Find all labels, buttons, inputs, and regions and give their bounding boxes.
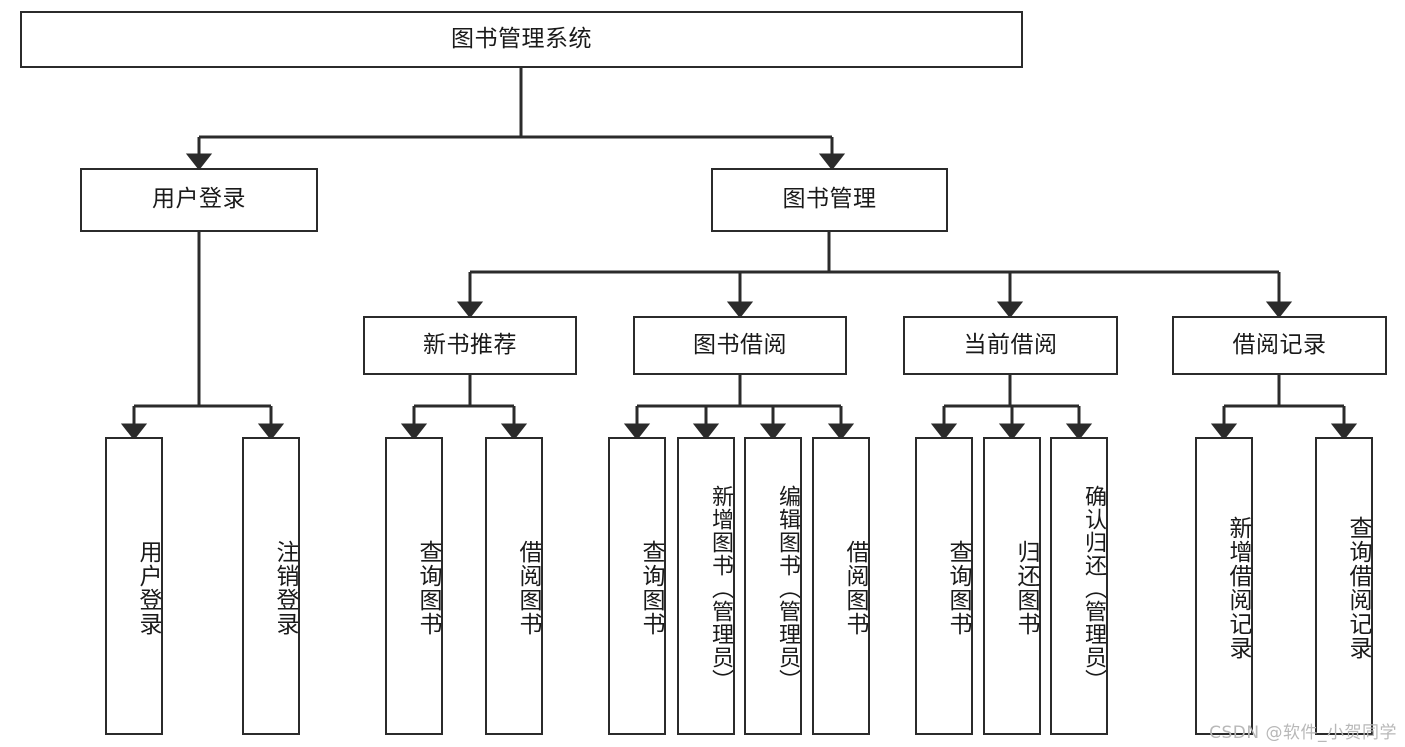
node-label: 编辑图书（管理员） — [775, 484, 800, 692]
node-label: 借阅记录 — [1232, 331, 1327, 358]
leaf-logout[interactable]: 注销登录 — [242, 437, 300, 735]
node-book-borrow[interactable]: 图书借阅 — [633, 316, 847, 375]
node-label: 用户登录 — [152, 186, 246, 213]
edge-bookborrow-to-leaves — [623, 375, 855, 441]
node-label: 图书管理 — [782, 186, 877, 213]
leaf-query-book-current[interactable]: 查询图书 — [915, 437, 973, 735]
leaf-add-book-admin[interactable]: 新增图书（管理员） — [677, 437, 735, 735]
csdn-watermark: CSDN @软件_小贺同学 — [1209, 723, 1397, 743]
node-label: 当前借阅 — [963, 331, 1058, 358]
node-label: 图书管理系统 — [451, 25, 592, 52]
node-label: 确认归还（管理员） — [1081, 484, 1106, 692]
leaf-add-borrow-record[interactable]: 新增借阅记录 — [1195, 437, 1253, 735]
node-label: 图书借阅 — [693, 331, 787, 358]
leaf-query-book-recommend[interactable]: 查询图书 — [385, 437, 443, 735]
leaf-edit-book-admin[interactable]: 编辑图书（管理员） — [744, 437, 802, 735]
node-label: 借阅图书 — [842, 540, 868, 636]
edge-root-to-level2 — [185, 68, 846, 171]
node-label: 新书推荐 — [423, 331, 517, 358]
edge-borrowrecord-to-leaves — [1210, 375, 1358, 441]
leaf-confirm-return-admin[interactable]: 确认归还（管理员） — [1050, 437, 1108, 735]
edge-userlogin-to-leaves — [120, 232, 285, 441]
node-label: 新增借阅记录 — [1225, 516, 1251, 660]
leaf-borrow-book[interactable]: 借阅图书 — [812, 437, 870, 735]
node-root-system[interactable]: 图书管理系统 — [20, 11, 1023, 68]
edge-currentborrow-to-leaves — [930, 375, 1093, 441]
node-label: 注销登录 — [272, 540, 298, 636]
leaf-return-book[interactable]: 归还图书 — [983, 437, 1041, 735]
leaf-user-login[interactable]: 用户登录 — [105, 437, 163, 735]
edge-newbook-to-leaves — [400, 375, 528, 441]
node-borrow-record[interactable]: 借阅记录 — [1172, 316, 1387, 375]
node-current-borrow[interactable]: 当前借阅 — [903, 316, 1118, 375]
node-label: 新增图书（管理员） — [708, 484, 733, 692]
leaf-query-borrow-record[interactable]: 查询借阅记录 — [1315, 437, 1373, 735]
leaf-query-book-borrow[interactable]: 查询图书 — [608, 437, 666, 735]
node-label: 查询图书 — [638, 540, 664, 636]
node-label: 查询借阅记录 — [1345, 516, 1371, 660]
node-new-book-recommend[interactable]: 新书推荐 — [363, 316, 577, 375]
node-book-manage[interactable]: 图书管理 — [711, 168, 948, 232]
leaf-borrow-book-recommend[interactable]: 借阅图书 — [485, 437, 543, 735]
node-label: 查询图书 — [415, 540, 441, 636]
node-label: 用户登录 — [135, 540, 161, 636]
node-label: 归还图书 — [1013, 540, 1039, 636]
edge-bookmanage-to-level3 — [456, 232, 1293, 319]
node-user-login[interactable]: 用户登录 — [80, 168, 318, 232]
node-label: 查询图书 — [945, 540, 971, 636]
node-label: 借阅图书 — [515, 540, 541, 636]
